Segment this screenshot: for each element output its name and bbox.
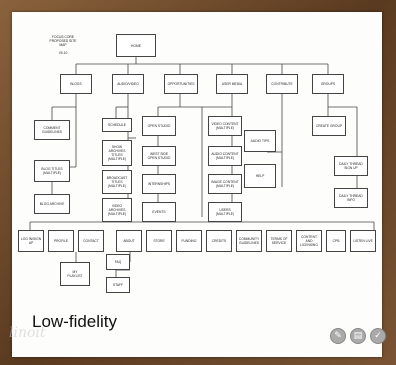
my-playlist-node: MY PLAYLIST [60,262,90,286]
audio-video-node: AUDIO/VIDEO [112,74,144,94]
user-media-node: USER MEDIA [216,74,248,94]
footer-credits-node: CREDITS [206,230,232,252]
faq-node: FAQ [106,254,130,270]
broadcast-titles-node: BROADCAST TITLES (MULTIPLE) [102,170,132,194]
footer-funding-node: FUNDING [176,230,202,252]
footer-store-node: STORE [146,230,172,252]
home-node: HOME [116,34,156,57]
archive-icon[interactable]: ▤ [350,328,366,344]
caption-title: Low-fidelity [32,312,118,331]
video-archives-node: VIDEO ARCHIVES (MULTIPLE) [102,198,132,222]
opportunities-node: OPPORTUNITIES [164,74,198,94]
create-group-node: CREATE GROUP [312,116,346,136]
footer-terms-node: TERMS OF SERVICE [266,230,292,252]
events-node: EVENTS [142,202,176,222]
show-archives-node: SHOW ARCHIVES TITLES (MULTIPLE) [102,140,132,166]
internships-node: INTERNSHIPS [142,174,176,194]
daily-thread-signup-node: DAILY THREAD SIGN UP [334,156,368,176]
footer-login-node: LOG IN/SIGN UP [18,230,44,252]
check-icon[interactable]: ✓ [370,328,386,344]
site-map-note: FOCUS CORE PROPOSED SITE MAP v0.10 [49,35,77,55]
footer-cpb-node: CPB [326,230,346,252]
audio-tips-node: AUDIO TIPS [244,130,276,152]
comment-guidelines-node: COMMENT GUIDELINES [34,120,70,140]
blogs-node: BLOGS [60,74,92,94]
sticky-card: FOCUS CORE PROPOSED SITE MAP v0.10 HOME … [12,12,382,357]
contribute-node: CONTRIBUTE [266,74,298,94]
open-studio-node: OPEN STUDIO [142,116,176,136]
video-content-node: VIDEO CONTENT (MULTIPLE) [208,116,242,136]
footer-about-node: ABOUT [116,230,142,252]
audio-content-node: AUDIO CONTENT (MULTIPLE) [208,146,242,166]
groups-node: GROUPS [312,74,344,94]
help-node: HELP [244,164,276,188]
footer-contact-node: CONTACT [78,230,104,252]
blog-archive-node: BLOG ARCHIVE [34,194,70,214]
blog-titles-node: BLOG TITLES (MULTIPLE) [34,160,70,182]
pencil-icon[interactable]: ✎ [330,328,346,344]
footer-profile-node: PROFILE [48,230,74,252]
footer-listen-live-node: LISTEN LIVE [350,230,376,252]
linoit-watermark: linoit [9,325,46,341]
daily-thread-info-node: DAILY THREAD INFO [334,188,368,208]
users-node: USERS (MULTIPLE) [208,202,242,222]
footer-content-node: CONTENT AND LICENSING [296,230,322,252]
west-side-open-studio-node: WEST SIDE OPEN STUDIO [142,146,176,166]
site-map-diagram: FOCUS CORE PROPOSED SITE MAP v0.10 HOME … [12,12,382,297]
schedule-node: SCHEDULE [102,118,132,132]
image-content-node: IMAGE CONTENT (MULTIPLE) [208,174,242,194]
staff-node: STAFF [106,277,130,293]
footer-community-node: COMMUNITY GUIDELINES [236,230,262,252]
